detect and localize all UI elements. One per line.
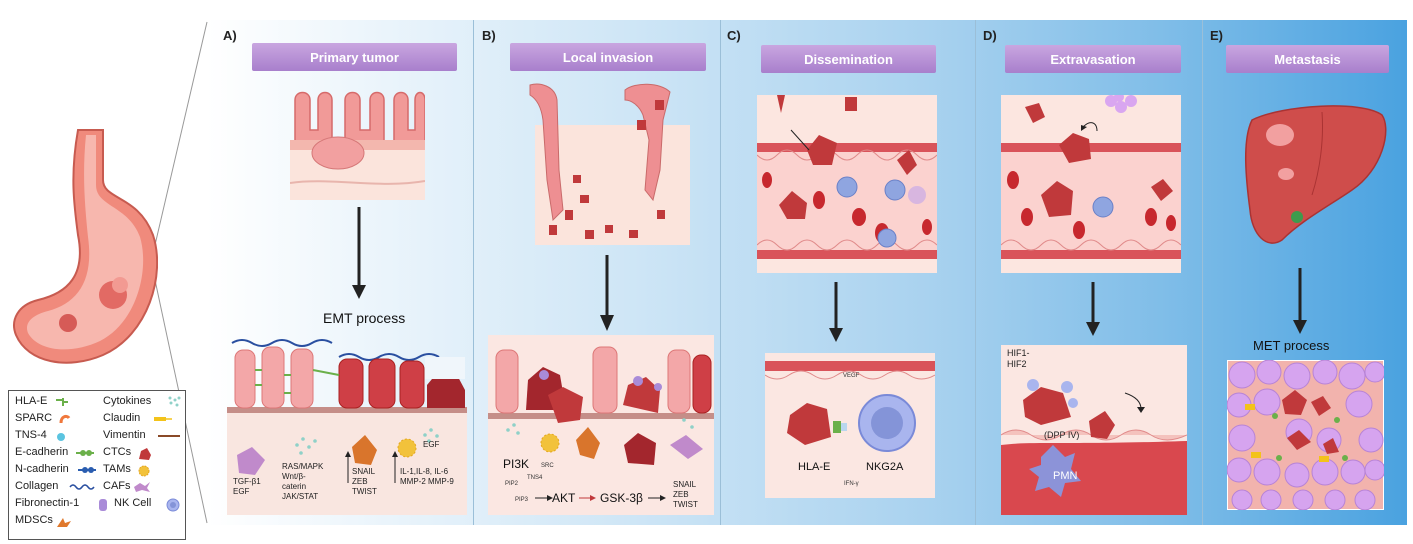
panel-b-title: Local invasion xyxy=(510,43,706,71)
legend-ctcs: CTCs xyxy=(103,446,132,458)
mdscs-icon xyxy=(57,518,71,527)
legend-tns4: TNS-4 xyxy=(15,429,47,441)
panel-a-title: Primary tumor xyxy=(252,43,457,71)
factors-a3: SNAIL ZEB TWIST xyxy=(352,467,377,496)
src-label: SRC xyxy=(541,463,554,469)
panel-divider xyxy=(473,20,474,525)
legend-vimentin: Vimentin xyxy=(103,429,146,441)
hla-e-label: HLA-E xyxy=(798,461,831,473)
vimentin-icon xyxy=(158,435,180,437)
panel-e-title: Metastasis xyxy=(1226,45,1389,73)
panel-b-letter: B) xyxy=(482,28,496,43)
legend-e-cadherin: E-cadherin xyxy=(15,446,69,458)
tns4-label: TNS4 xyxy=(527,475,543,481)
met-process-label: MET process xyxy=(1253,338,1330,353)
nk-cell-interaction xyxy=(765,353,935,498)
panel-d-letter: D) xyxy=(983,28,997,43)
factors-a2: RAS/MAPK Wnt/β- caterin JAK/STAT xyxy=(282,462,324,501)
tns4-icon xyxy=(57,433,65,441)
factors-a1: TGF-β1 EGF xyxy=(233,477,261,496)
stomach-illustration xyxy=(13,129,158,364)
extravasation-vessel xyxy=(1001,95,1181,273)
hla-e-icon xyxy=(56,398,68,406)
arrow-down-icon xyxy=(352,207,366,299)
legend-sparc: SPARC xyxy=(15,412,53,424)
panel-d-title: Extravasation xyxy=(1005,45,1181,73)
pi3k-label: PI3K xyxy=(503,457,530,471)
panel-divider xyxy=(720,20,721,525)
panel-a-letter: A) xyxy=(223,28,237,43)
ifn-label: IFN-γ xyxy=(844,481,859,487)
met-tissue xyxy=(1227,360,1384,510)
legend-cytokines: Cytokines xyxy=(103,395,152,407)
blood-vessel-tissue xyxy=(757,95,937,273)
emt-process-label: EMT process xyxy=(323,310,406,326)
arrow-down-icon xyxy=(600,255,614,331)
egf-label-a: EGF xyxy=(423,440,440,449)
arrow-down-icon xyxy=(1086,282,1100,336)
cafs-icon xyxy=(134,482,150,492)
legend-hla-e: HLA-E xyxy=(15,395,48,407)
nkg2a-label: NKG2A xyxy=(866,461,904,473)
e-cadherin-icon xyxy=(76,450,94,456)
primary-tumor-tissue xyxy=(290,91,425,200)
tams-icon xyxy=(138,465,150,477)
pathway-arrows xyxy=(535,495,666,501)
panel-e-letter: E) xyxy=(1210,28,1223,43)
fibronectin-icon xyxy=(99,499,107,511)
panel-divider xyxy=(975,20,976,525)
arrow-down-icon xyxy=(1293,268,1307,334)
legend-tams: TAMs xyxy=(103,463,131,475)
claudin-icon xyxy=(154,417,172,421)
legend-claudin: Claudin xyxy=(103,412,141,424)
pmn-label: PMN xyxy=(1053,470,1078,482)
legend-n-cadherin: N-cadherin xyxy=(15,463,69,475)
local-invasion-tissue xyxy=(529,83,690,245)
arrow-down-icon xyxy=(829,282,843,342)
factors-a4: IL-1,IL-8, IL-6 MMP-2 MMP-9 xyxy=(400,467,454,486)
legend-nk-cell: NK Cell xyxy=(114,497,152,509)
legend-fibronectin: Fibronectin-1 xyxy=(15,497,80,509)
gsk-label: GSK-3β xyxy=(600,491,643,505)
pip2-label: PIP2 xyxy=(505,481,519,487)
factors-b: SNAIL ZEB TWIST xyxy=(673,480,698,509)
panel-c-letter: C) xyxy=(727,28,741,43)
legend-mdscs: MDSCs xyxy=(15,514,53,526)
vegf-label: VEGF xyxy=(843,373,860,379)
invasion-tissue xyxy=(488,335,714,515)
hif-label: HIF1- HIF2 xyxy=(1007,348,1030,369)
legend-cafs: CAFs xyxy=(103,480,131,492)
pip3-label: PIP3 xyxy=(515,497,529,503)
liver-extravasation xyxy=(1001,345,1187,515)
legend-collagen: Collagen xyxy=(15,480,59,492)
cytokines-icon xyxy=(168,396,181,407)
ctcs-icon xyxy=(139,448,151,460)
liver-illustration xyxy=(1245,105,1387,244)
legend: HLA-E SPARC TNS-4 E-cadherin N-cadherin … xyxy=(8,390,186,540)
collagen-icon xyxy=(69,484,95,490)
panel-c-title: Dissemination xyxy=(761,45,936,73)
sparc-icon xyxy=(59,414,71,424)
nk-cell-icon xyxy=(166,498,180,512)
akt-label: AKT xyxy=(552,491,576,505)
n-cadherin-icon xyxy=(78,467,96,473)
panel-divider xyxy=(1202,20,1203,525)
dpp-label: (DPP IV) xyxy=(1044,430,1080,440)
emt-tissue xyxy=(227,339,467,515)
